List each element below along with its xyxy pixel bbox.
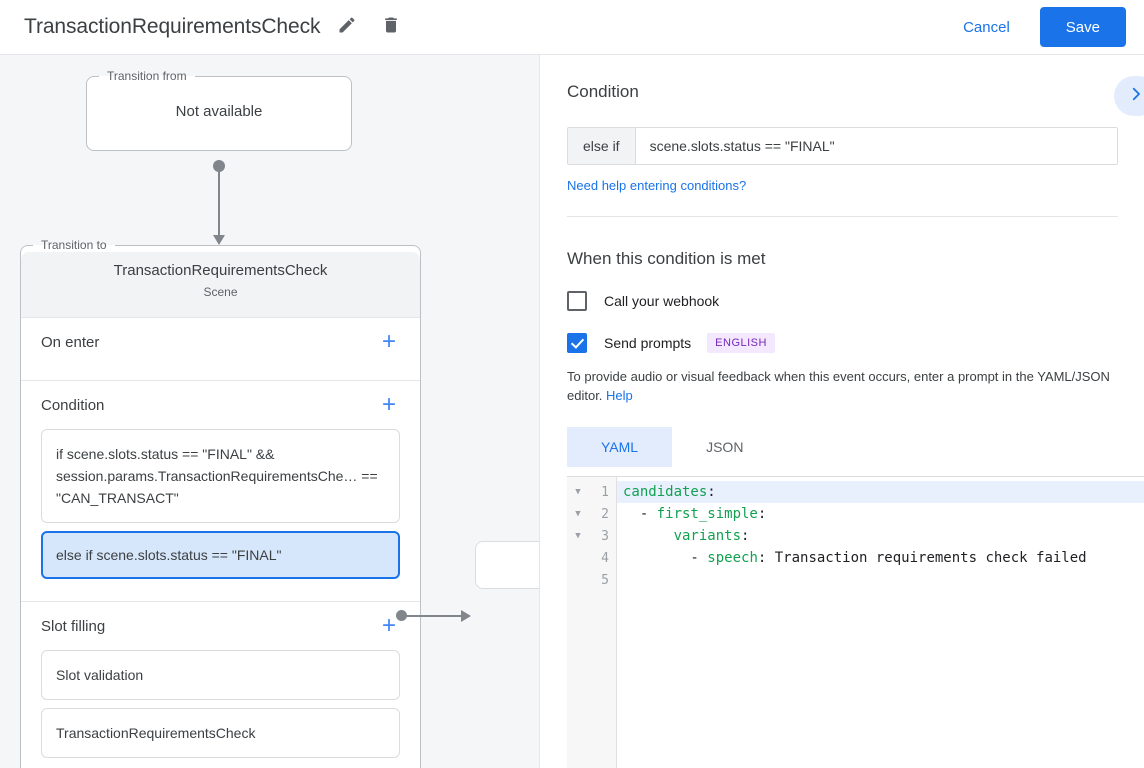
gutter-line: 4	[567, 547, 616, 569]
when-condition-met-section: When this condition is met Call your web…	[541, 225, 1144, 467]
gutter-line: ▼2	[567, 503, 616, 525]
outgoing-connector-line	[406, 615, 462, 617]
scene-header: TransactionRequirementsCheck Scene	[21, 252, 420, 317]
condition-field-row: else if	[567, 127, 1118, 165]
yaml-key: first_simple	[656, 506, 758, 522]
page-title: TransactionRequirementsCheck	[24, 15, 321, 38]
save-button[interactable]: Save	[1039, 7, 1126, 47]
fold-arrow-icon[interactable]: ▼	[575, 509, 581, 519]
add-on-enter-icon[interactable]: +	[381, 328, 396, 355]
call-webhook-checkbox[interactable]	[567, 291, 587, 311]
fold-arrow-icon[interactable]: ▼	[575, 531, 581, 541]
delete-button[interactable]	[374, 10, 408, 44]
top-bar-actions: Cancel Save	[947, 7, 1126, 47]
send-prompts-description: To provide audio or visual feedback when…	[567, 367, 1118, 405]
editor-help-link[interactable]: Help	[606, 388, 633, 403]
expand-panel-button[interactable]	[1114, 76, 1144, 116]
section-on-enter: On enter +	[21, 317, 420, 380]
when-met-title: When this condition is met	[567, 249, 766, 268]
slot-item-slot-validation[interactable]: Slot validation	[41, 650, 400, 700]
scene-type: Scene	[203, 285, 238, 299]
call-webhook-label: Call your webhook	[604, 293, 720, 309]
transition-from-box: Transition from Not available	[86, 69, 352, 151]
transition-from-value: Not available	[175, 102, 263, 120]
webhook-row: Call your webhook	[567, 291, 1118, 311]
yaml-key: speech	[707, 550, 758, 566]
condition-input[interactable]	[635, 128, 1117, 164]
section-header-condition: Condition +	[41, 381, 400, 429]
condition-section: Condition else if Need help entering con…	[541, 55, 1144, 217]
code-line[interactable]: variants:	[673, 528, 750, 544]
trash-icon	[381, 15, 401, 40]
code-line[interactable]: candidates:	[617, 481, 1144, 503]
outgoing-connector-arrow	[461, 610, 471, 622]
section-header-slot-filling: Slot filling +	[41, 602, 400, 650]
section-condition: Condition + if scene.slots.status == "FI…	[21, 380, 420, 601]
transition-to-box: Transition to TransactionRequirementsChe…	[20, 238, 421, 768]
language-badge: ENGLISH	[707, 333, 775, 353]
code-line[interactable]: - speech: Transaction requirements check…	[623, 550, 1087, 566]
pencil-icon	[337, 15, 357, 40]
line-number: 4	[601, 550, 609, 566]
condition-item-if[interactable]: if scene.slots.status == "FINAL" && sess…	[41, 429, 400, 523]
line-number: 2	[601, 506, 609, 522]
send-prompts-checkbox[interactable]	[567, 333, 587, 353]
connector-line	[218, 165, 220, 238]
yaml-key: candidates	[623, 484, 708, 500]
line-number: 1	[601, 484, 609, 500]
description-text: To provide audio or visual feedback when…	[567, 369, 1110, 403]
editor-code-area[interactable]: candidates: - first_simple: variants: - …	[617, 477, 1144, 768]
add-condition-icon[interactable]: +	[381, 391, 396, 418]
condition-item-else-if[interactable]: else if scene.slots.status == "FINAL"	[41, 531, 400, 579]
section-title-condition: Condition	[41, 396, 105, 414]
tab-yaml[interactable]: YAML	[567, 427, 673, 467]
condition-section-title: Condition	[567, 82, 639, 101]
condition-help-link[interactable]: Need help entering conditions?	[567, 178, 747, 193]
code-line[interactable]: - first_simple:	[623, 506, 767, 522]
edit-title-button[interactable]	[330, 10, 364, 44]
chevron-right-icon	[1127, 85, 1144, 108]
gutter-line: ▼1	[567, 481, 616, 503]
add-slot-filling-icon[interactable]: +	[381, 612, 396, 639]
send-prompts-row: Send prompts ENGLISH	[567, 333, 1118, 353]
line-number: 3	[601, 528, 609, 544]
target-node-card[interactable]	[475, 541, 539, 589]
section-slot-filling: Slot filling + Slot validation Transacti…	[21, 601, 420, 768]
code-line[interactable]	[617, 569, 1144, 591]
top-bar: TransactionRequirementsCheck Cancel Save	[0, 0, 1144, 55]
cancel-button[interactable]: Cancel	[947, 11, 1026, 44]
transition-to-legend: Transition to	[41, 238, 107, 252]
section-divider	[567, 216, 1118, 217]
transition-from-legend: Transition from	[107, 69, 187, 83]
section-title-slot-filling: Slot filling	[41, 617, 106, 635]
line-number: 5	[601, 572, 609, 588]
tab-json[interactable]: JSON	[706, 439, 744, 455]
slot-item-transaction-requirements-check[interactable]: TransactionRequirementsCheck	[41, 708, 400, 758]
outgoing-connector-dot	[396, 610, 407, 621]
editor-format-tabs: YAML JSON	[567, 427, 1118, 467]
scene-name: TransactionRequirementsCheck	[113, 262, 328, 279]
fold-arrow-icon[interactable]: ▼	[575, 487, 581, 497]
yaml-key: variants	[673, 528, 742, 544]
gutter-line: ▼3	[567, 525, 616, 547]
flow-diagram-panel: Transition from Not available Transition…	[0, 55, 540, 768]
section-header-on-enter: On enter +	[41, 318, 400, 366]
condition-prefix-label: else if	[568, 128, 636, 164]
gutter-line: 5	[567, 569, 616, 591]
section-title-on-enter: On enter	[41, 333, 100, 351]
send-prompts-label: Send prompts	[604, 335, 692, 351]
